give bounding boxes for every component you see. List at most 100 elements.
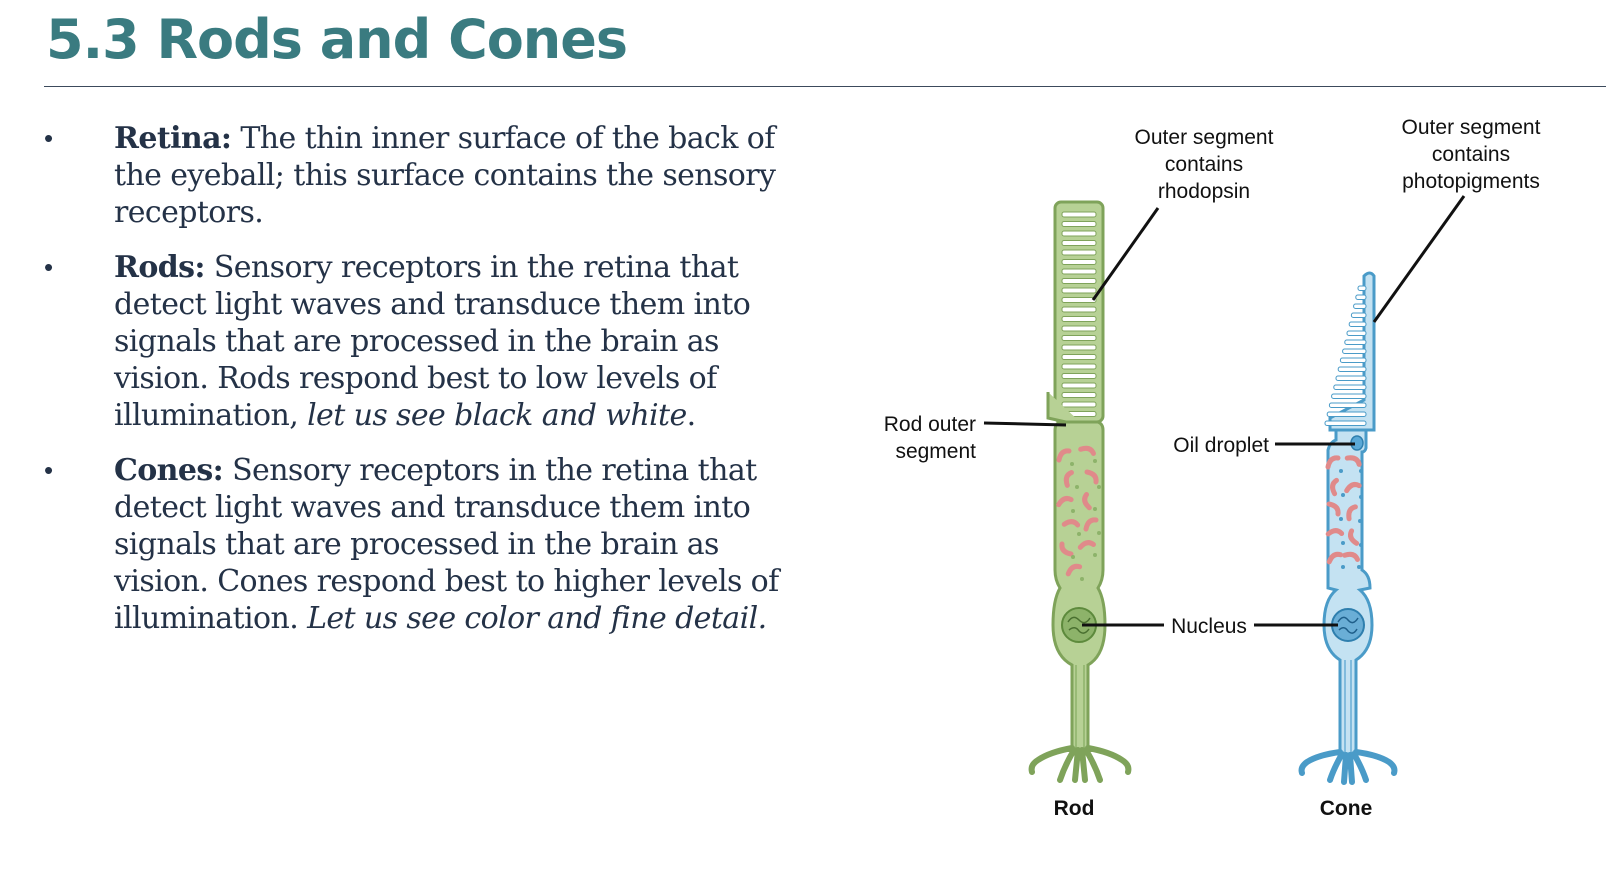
rod-disc [1061, 382, 1097, 389]
cone-outer-label-1: Outer segment [1402, 116, 1541, 139]
rod-disc [1061, 363, 1097, 370]
mitochondrion [1078, 445, 1096, 456]
rod-inner-segment [1051, 420, 1107, 752]
rod-discs [1061, 211, 1097, 417]
cone-lamella [1337, 366, 1367, 372]
rod-segment-label-2: segment [895, 440, 976, 463]
rod-disc [1061, 316, 1097, 322]
granule [1097, 485, 1101, 489]
mitochondrion [1056, 448, 1072, 463]
nucleus-label: Nucleus [1171, 615, 1247, 638]
rod-outer-label-1: Outer segment [1135, 126, 1274, 149]
cone-lamella [1344, 339, 1367, 345]
granule [1359, 495, 1363, 499]
mitochondrion [1065, 563, 1083, 577]
rod-disc [1061, 306, 1097, 313]
rod-disc [1061, 240, 1097, 246]
rod-disc [1061, 249, 1097, 256]
granule [1093, 507, 1097, 511]
granule [1080, 577, 1084, 581]
granule [1093, 459, 1097, 463]
cone-lamellae [1324, 285, 1367, 426]
rod-disc [1061, 221, 1097, 227]
leader-lines [983, 195, 1466, 627]
definition-retina: The thin inner surface of the back of th… [114, 121, 776, 230]
cone-lamella [1353, 303, 1367, 309]
bullet-glyph: • [44, 123, 53, 153]
granule [1358, 519, 1362, 523]
rod-cell [1028, 200, 1132, 783]
granule [1339, 517, 1343, 521]
definition-rods-tail: . [686, 398, 697, 433]
rod-disc [1061, 344, 1097, 351]
mitochondrion [1342, 551, 1360, 562]
granule [1071, 555, 1075, 559]
term-rods: Rods: [114, 250, 205, 285]
cone-lamella [1346, 330, 1367, 336]
rod-disc [1061, 401, 1097, 408]
rod-chromatin [1067, 616, 1091, 634]
cone-lamella [1333, 384, 1367, 390]
rod-mitochondria [1056, 445, 1101, 581]
cone-synaptic-terminal [1298, 749, 1398, 785]
cone-mitochondria [1325, 455, 1363, 569]
cone-lamella [1342, 348, 1367, 354]
cone-cell [1298, 271, 1398, 785]
cone-outer-label-2: contains [1432, 143, 1510, 166]
rod-disc [1061, 297, 1097, 303]
rod-synaptic-terminal [1028, 745, 1132, 783]
cone-lamella [1324, 420, 1367, 426]
bullet-rods: • Rods: Sensory receptors in the retina … [44, 249, 804, 434]
granule [1359, 469, 1363, 473]
mitochondrion [1056, 496, 1074, 508]
rod-outer-label-3: rhodopsin [1158, 180, 1250, 203]
definition-cones: Sensory receptors in the retina that det… [114, 453, 779, 636]
granule [1093, 553, 1097, 557]
mitochondrion [1083, 517, 1099, 532]
term-retina: Retina: [114, 121, 232, 156]
granule [1357, 565, 1361, 569]
bullet-list: • Retina: The thin inner surface of the … [44, 120, 804, 655]
cone-lamella [1328, 402, 1367, 408]
granule [1341, 493, 1345, 497]
mitochondrion [1346, 504, 1358, 522]
rod-disc [1061, 211, 1097, 218]
rod-caption: Rod [1054, 797, 1095, 820]
mitochondrion [1344, 482, 1362, 494]
mitochondrion [1084, 469, 1099, 485]
mitochondrion [1326, 551, 1344, 565]
cone-chromatin [1337, 616, 1359, 634]
cone-lamella [1357, 285, 1367, 291]
mitochondrion [1063, 470, 1074, 488]
bullet-cones: • Cones: Sensory receptors in the retina… [44, 452, 804, 637]
rod-disc [1061, 373, 1097, 379]
rod-disc [1061, 230, 1097, 237]
emphasis-rods: let us see black and white [307, 398, 687, 433]
cone-lamella [1348, 321, 1367, 327]
granule [1075, 485, 1079, 489]
mitochondrion [1061, 519, 1081, 528]
granule [1359, 543, 1363, 547]
granule [1341, 565, 1345, 569]
mitochondrion [1344, 455, 1362, 467]
mitochondrion [1082, 492, 1092, 511]
cone-caption: Cone [1320, 797, 1373, 820]
granule [1339, 469, 1343, 473]
cone-lamella [1350, 312, 1367, 318]
mitochondrion [1325, 455, 1341, 470]
granule [1097, 531, 1101, 535]
rod-disc [1061, 259, 1097, 265]
oil-droplet-label: Oil droplet [1173, 434, 1269, 457]
cone-inner-segment [1322, 428, 1374, 757]
cone-lamella [1335, 375, 1367, 381]
rod-disc [1061, 287, 1097, 294]
rod-disc [1061, 354, 1097, 360]
mitochondrion [1059, 541, 1074, 557]
rod-disc [1061, 268, 1097, 275]
mitochondrion [1348, 528, 1360, 546]
rod-disc [1061, 278, 1097, 284]
mitochondrion [1077, 540, 1096, 550]
term-cones: Cones: [114, 453, 224, 488]
cone-lamella [1326, 411, 1367, 417]
rod-disc [1061, 335, 1097, 341]
